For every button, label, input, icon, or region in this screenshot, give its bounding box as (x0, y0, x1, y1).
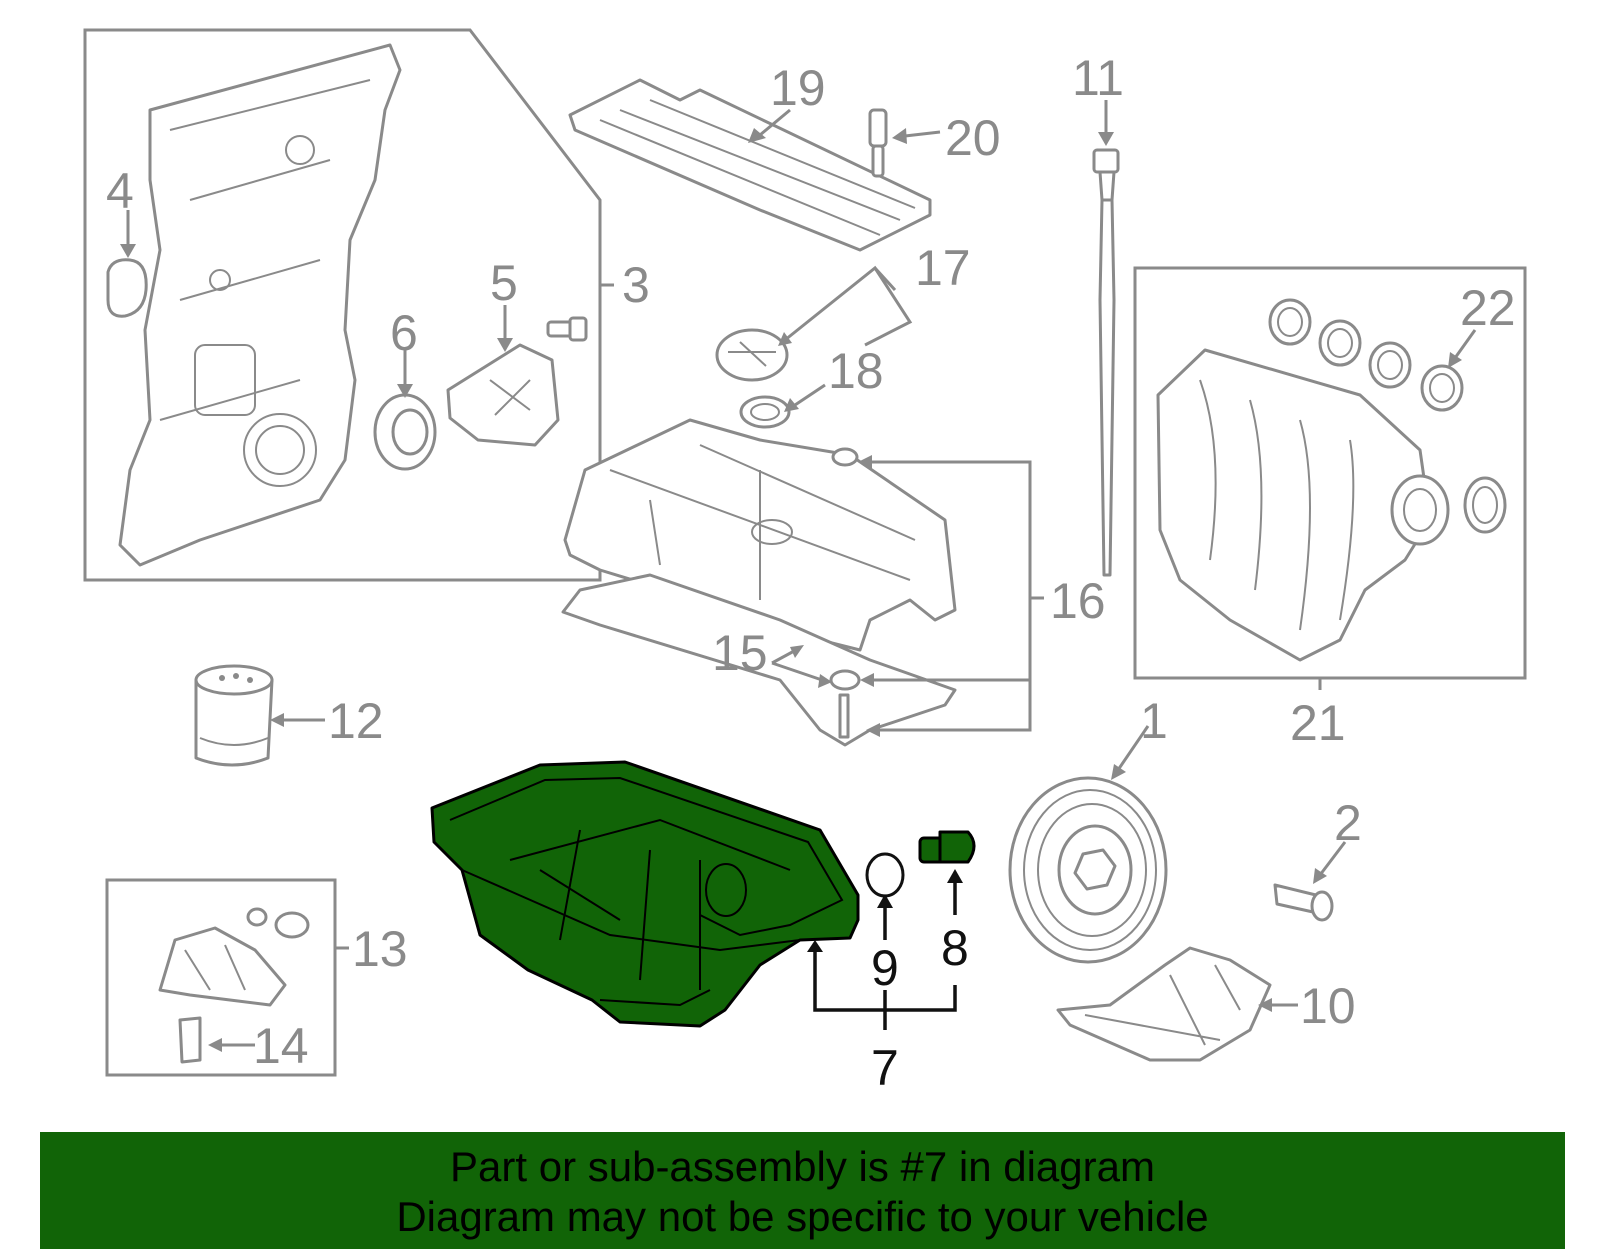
throttle-gasket (1463, 476, 1507, 534)
callout-18: 18 (828, 343, 884, 399)
bolt-2 (1273, 883, 1334, 922)
callout-6: 6 (390, 305, 418, 361)
callout-12: 12 (328, 693, 384, 749)
bolt-20 (868, 108, 888, 178)
callout-1: 1 (1140, 693, 1168, 749)
washer-15 (829, 669, 861, 691)
washer-9 (865, 852, 905, 898)
seal-18 (739, 395, 791, 429)
filter-housing-13 (158, 926, 287, 1007)
callout-17: 17 (915, 240, 971, 296)
gasket-4 (106, 258, 148, 318)
stud (838, 693, 850, 739)
dipstick-handle (1092, 148, 1120, 174)
oil-filler-cap-17 (715, 328, 789, 382)
callout-13: 13 (352, 921, 408, 977)
callout-5: 5 (490, 255, 518, 311)
callout-7: 7 (871, 1040, 899, 1096)
baffle-group: 10 (1056, 946, 1356, 1062)
timing-cover-group: 4 5 6 3 (83, 28, 650, 582)
callout-20: 20 (945, 110, 1001, 166)
group-3-box (83, 28, 602, 582)
seal-6 (373, 393, 437, 471)
drain-plug-8 (918, 830, 976, 864)
intake-manifold-21 (1156, 348, 1432, 662)
callout-21: 21 (1290, 695, 1346, 751)
crank-pulley-1 (1008, 776, 1168, 964)
footer-line-2: Diagram may not be specific to your vehi… (396, 1193, 1209, 1240)
drain-plug-group: 9 8 7 (807, 830, 976, 1096)
callout-15: 15 (712, 625, 768, 681)
engine-cover-group: 19 20 (568, 60, 1001, 252)
baffle-10 (1056, 946, 1272, 1062)
water-pump-5 (446, 343, 560, 447)
intake-gaskets-22 (1268, 298, 1464, 412)
callout-4: 4 (106, 163, 134, 219)
oil-pan-7[interactable] (430, 760, 860, 1028)
footer-line-1: Part or sub-assembly is #7 in diagram (450, 1143, 1155, 1190)
dipstick-group: 11 (1072, 50, 1124, 577)
callout-16: 16 (1050, 573, 1106, 629)
group-21-box (1133, 266, 1527, 680)
valve-cover-gasket-15 (561, 573, 957, 747)
throttle-body-flange (1390, 474, 1450, 546)
callout-2: 2 (1334, 795, 1362, 851)
callout-10: 10 (1300, 978, 1356, 1034)
filter-housing-group: 13 14 (105, 878, 408, 1077)
pulley-group: 1 2 (1008, 693, 1362, 964)
callout-9: 9 (871, 940, 899, 996)
timing-chain-cover (118, 43, 402, 567)
callout-11: 11 (1072, 50, 1124, 106)
group-13-box (105, 878, 337, 1077)
grommet-top (831, 447, 859, 467)
fitting-14 (178, 1016, 202, 1064)
callout-8: 8 (941, 920, 969, 976)
dipstick-11 (1098, 198, 1116, 577)
footer-banner: Part or sub-assembly is #7 in diagram Di… (40, 1132, 1565, 1249)
oil-pan-group (430, 760, 860, 1028)
intake-manifold-group: 22 21 (1133, 266, 1527, 751)
valve-cover-group: 15 16 (561, 418, 1106, 747)
bolt-near-5 (546, 316, 588, 342)
engine-cover-19 (568, 78, 932, 252)
callout-19: 19 (770, 60, 826, 116)
oil-filter-group: 12 (194, 664, 384, 767)
callout-3: 3 (622, 257, 650, 313)
callout-14: 14 (253, 1018, 309, 1074)
callout-22: 22 (1460, 280, 1516, 336)
oil-cap-group: 17 18 (715, 240, 971, 429)
